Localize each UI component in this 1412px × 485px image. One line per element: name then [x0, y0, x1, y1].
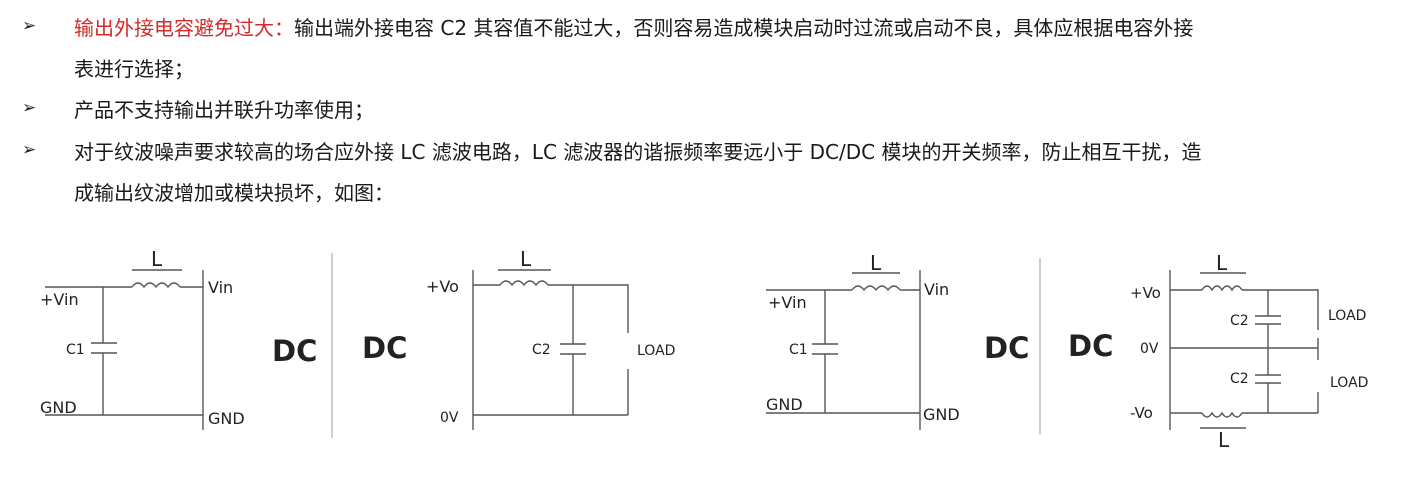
bullet-1-highlight: 输出外接电容避免过大：: [74, 16, 294, 40]
d2-out-label-vo-pos: +Vo: [1130, 284, 1161, 302]
d1-in-label-L: L: [151, 247, 163, 271]
d1-out-label-dc: DC: [362, 331, 407, 365]
d2-in-label-vin-left: +Vin: [768, 293, 807, 312]
d1-out-inductor: [499, 280, 549, 287]
d1-in-label-vin-left: +Vin: [40, 290, 79, 309]
d1-in-cap: [91, 342, 117, 354]
bullet-1-text: 输出外接电容避免过大：输出端外接电容 C2 其容值不能过大，否则容易造成模块启动…: [74, 14, 1193, 42]
d1-out-label-cap: C2: [532, 342, 551, 358]
d2-out-label-cap-bottom: C2: [1230, 371, 1249, 387]
d2-in-inductor: [851, 285, 901, 292]
d2-out-cap-bottom: [1255, 374, 1281, 384]
d2-out-label-load-bottom: LOAD: [1330, 375, 1368, 391]
d1-out-label-ov: 0V: [440, 410, 459, 426]
d1-in-label-vin-right: Vin: [208, 278, 233, 297]
d1-out-wire-right: [548, 284, 629, 333]
d2-out-inductor-top: [1201, 285, 1243, 292]
d2-out-label-vo-neg: -Vo: [1130, 404, 1153, 422]
d2-out-label-dc: DC: [1068, 329, 1113, 363]
bullet-2-line1: 产品不支持输出并联升功率使用；: [74, 98, 374, 122]
d2-out-label-ov: 0V: [1140, 341, 1159, 357]
bullet-3-line2: 成输出纹波增加或模块损坏，如图：: [74, 181, 394, 205]
d1-in-label-gnd-right: GND: [208, 409, 245, 428]
d1-out-cap: [560, 343, 586, 355]
d2-in-label-cap: C1: [789, 342, 808, 358]
bullet-1-line2: 表进行选择；: [74, 57, 194, 81]
d2-out-inductor-bottom: [1201, 411, 1243, 418]
d2-out-label-cap-top: C2: [1230, 313, 1249, 329]
d2-out-cap-top: [1255, 315, 1281, 325]
bullet-3-marker: ➢: [22, 140, 37, 160]
d1-out-label-L: L: [520, 247, 532, 271]
bullet-1-line1: 输出端外接电容 C2 其容值不能过大，否则容易造成模块启动时过流或启动不良，具体…: [294, 16, 1194, 40]
d2-out-label-load-top: LOAD: [1328, 308, 1366, 324]
d2-in-cap: [812, 343, 838, 355]
d2-in-label-dc: DC: [984, 331, 1029, 365]
d1-out-label-load: LOAD: [637, 343, 675, 359]
d2-out-label-L-bottom: L: [1218, 428, 1230, 452]
bullet-1-marker: ➢: [22, 16, 37, 36]
d1-in-label-gnd-left: GND: [40, 398, 77, 417]
d1-in-label-dc: DC: [272, 334, 317, 368]
bullet-2-marker: ➢: [22, 98, 37, 118]
d2-in-label-gnd-left: GND: [766, 395, 803, 414]
d1-in-label-cap: C1: [66, 342, 85, 358]
d2-in-label-vin-right: Vin: [924, 280, 949, 299]
d2-in-label-gnd-right: GND: [923, 405, 960, 424]
bullet-3-line1: 对于纹波噪声要求较高的场合应外接 LC 滤波电路，LC 滤波器的谐振频率要远小于…: [74, 140, 1202, 164]
d1-out-label-vo: +Vo: [426, 277, 459, 296]
d2-out-label-L-top: L: [1216, 251, 1228, 275]
d2-in-label-L: L: [870, 251, 882, 275]
d1-in-inductor: [131, 282, 181, 289]
